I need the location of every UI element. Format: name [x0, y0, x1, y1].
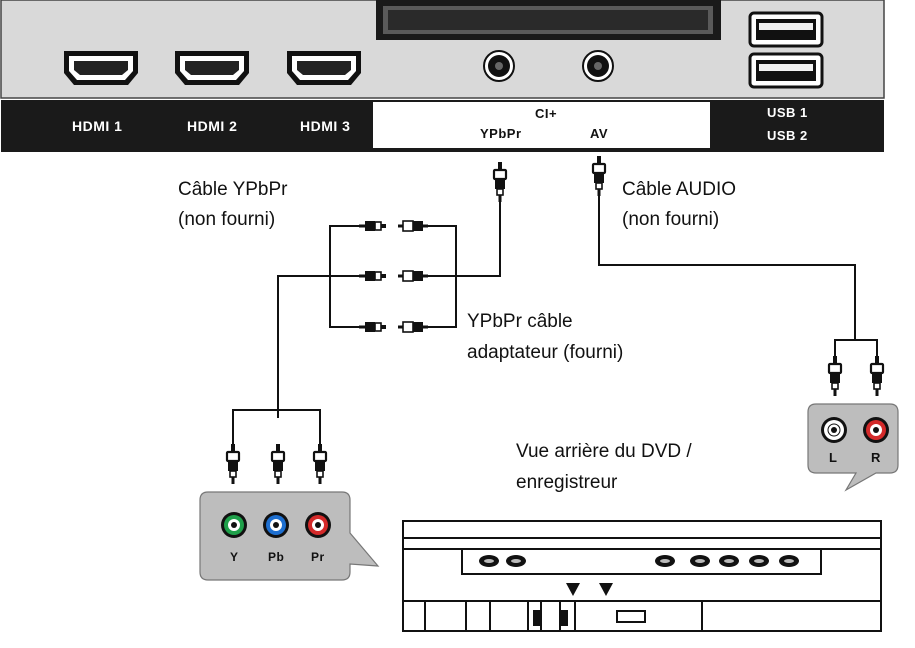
- component-jack-callout: [199, 491, 380, 581]
- y-plug-icon: [225, 442, 241, 486]
- audio-jack-callout: [807, 403, 899, 492]
- pr-plug-icon: [312, 442, 328, 486]
- hdmi2-port-icon[interactable]: [175, 51, 249, 85]
- ypbpr-jack-icon[interactable]: [483, 50, 515, 82]
- dvd-label-line2: enregistreur: [516, 472, 618, 493]
- r-jack-icon: [863, 417, 889, 443]
- adapter-plug-icon: [358, 270, 387, 282]
- dvd-label: Vue arrière du DVD /: [516, 441, 692, 462]
- y-jack-icon: [221, 512, 247, 538]
- usb1-port-icon[interactable]: [748, 11, 824, 48]
- dvd-recorder-rear: [402, 520, 882, 632]
- ypbpr-cable-note: (non fourni): [178, 209, 276, 230]
- adapter-plug-icon: [397, 321, 429, 333]
- ci-label-box: [373, 102, 710, 148]
- hdmi3-port-icon[interactable]: [287, 51, 361, 85]
- pr-jack-label: Pr: [311, 550, 325, 564]
- l-jack-icon: [821, 417, 847, 443]
- pb-jack-icon: [263, 512, 289, 538]
- adapter-plug-icon: [397, 270, 429, 282]
- hdmi2-label: HDMI 2: [187, 118, 238, 134]
- ypbpr-plug-icon: [492, 160, 508, 204]
- audio-cable-label: Câble AUDIO: [622, 179, 737, 200]
- hdmi3-label: HDMI 3: [300, 118, 351, 134]
- l-jack-label: L: [829, 450, 838, 465]
- pb-jack-label: Pb: [268, 550, 285, 564]
- adapter-label: YPbPr câble: [467, 311, 573, 332]
- audio-cable: [598, 190, 878, 362]
- adapter-plug-icon: [397, 220, 429, 232]
- ci-label: CI+: [535, 106, 558, 121]
- usb2-label: USB 2: [767, 128, 808, 143]
- av-port-label: AV: [590, 126, 609, 141]
- adapter-plug-icon: [358, 220, 387, 232]
- av-jack-icon[interactable]: [582, 50, 614, 82]
- r-jack-label: R: [871, 450, 881, 465]
- usb1-label: USB 1: [767, 105, 808, 120]
- usb2-port-icon[interactable]: [748, 52, 824, 89]
- adapter-note: adaptateur (fourni): [467, 342, 624, 363]
- ypbpr-cable-label: Câble YPbPr: [178, 179, 288, 200]
- audio-cable-note: (non fourni): [622, 209, 720, 230]
- pb-plug-icon: [270, 442, 286, 486]
- av-plug-icon: [591, 154, 607, 198]
- l-plug-icon: [827, 354, 843, 398]
- adapter-plug-icon: [358, 321, 387, 333]
- r-plug-icon: [869, 354, 885, 398]
- pr-jack-icon: [305, 512, 331, 538]
- hdmi1-port-icon[interactable]: [64, 51, 138, 85]
- hdmi1-label: HDMI 1: [72, 118, 123, 134]
- y-jack-label: Y: [230, 550, 239, 564]
- ypbpr-cable: [232, 200, 501, 448]
- ypbpr-port-label: YPbPr: [480, 126, 522, 141]
